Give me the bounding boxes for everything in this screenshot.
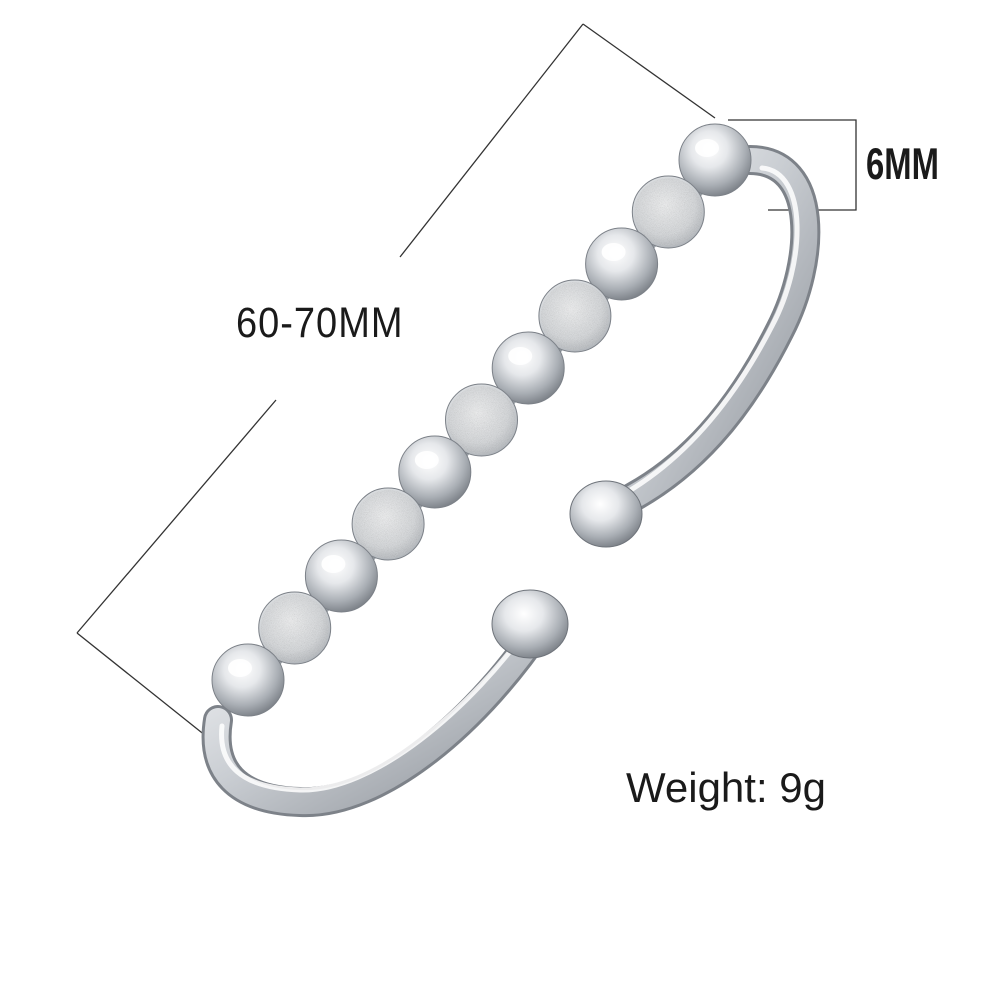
end-cap-upper: [569, 480, 643, 548]
bead-polished: [398, 435, 472, 509]
bead-frosted: [631, 175, 705, 249]
bead-size-label: 6MM: [866, 140, 939, 190]
bead-frosted: [351, 487, 425, 561]
bead-polished: [491, 331, 565, 405]
bead-frosted: [445, 383, 518, 457]
diameter-tick-bottom: [76, 632, 227, 753]
end-cap-lower: [491, 589, 569, 659]
diameter-label: 60-70MM: [236, 300, 404, 348]
beads: [211, 123, 752, 717]
bead-polished: [211, 643, 285, 717]
bead-polished: [678, 123, 752, 197]
bead-polished: [304, 539, 378, 613]
cuff-end-caps: [491, 480, 643, 659]
bead-frosted: [538, 279, 612, 353]
weight-label: Weight: 9g: [626, 764, 827, 811]
bead-frosted: [258, 591, 332, 665]
diameter-tick-top: [582, 23, 716, 119]
bead-polished: [585, 227, 659, 301]
diameter-line-lower: [76, 399, 277, 634]
diameter-line-upper: [399, 23, 584, 258]
dimension-lines: [76, 23, 857, 753]
cuff-wire: [201, 145, 821, 818]
